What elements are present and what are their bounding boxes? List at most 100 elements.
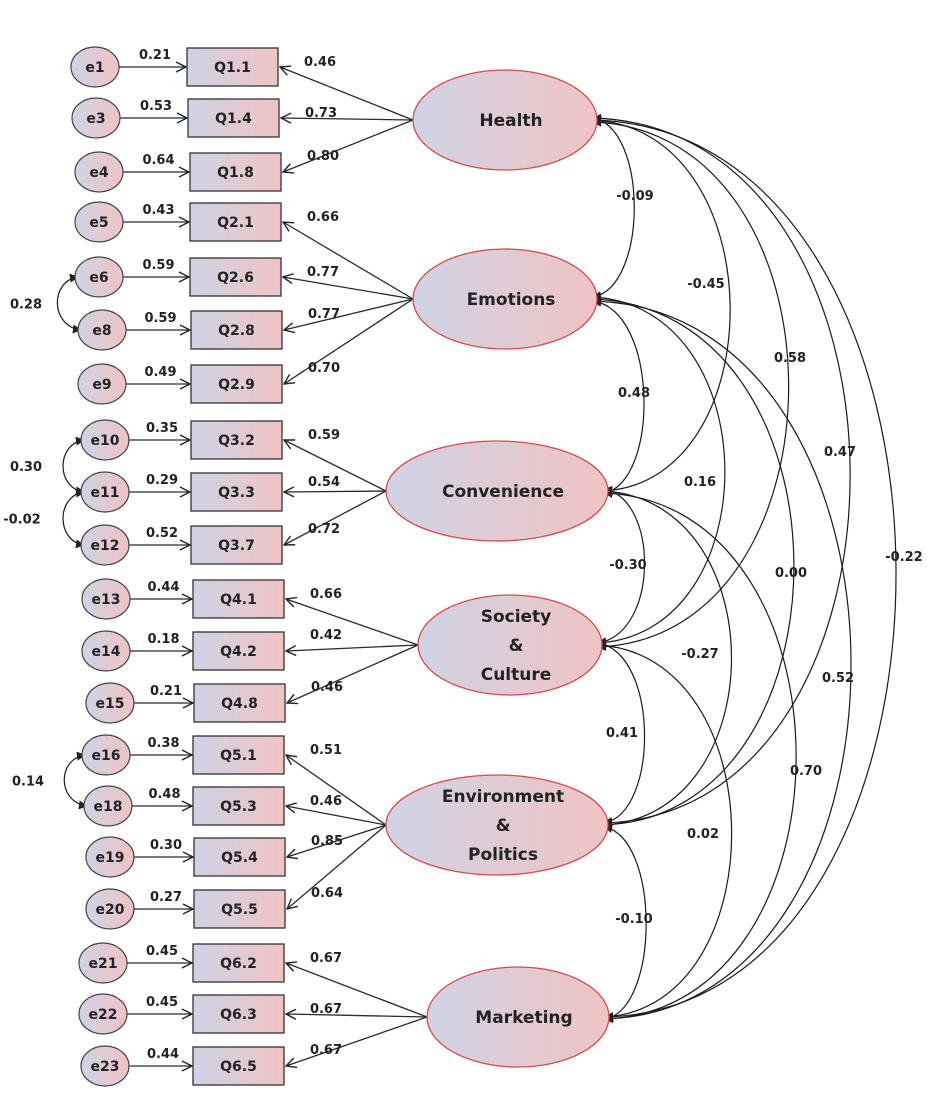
error-weight-label: 0.27 bbox=[150, 890, 182, 905]
error-weight-label: 0.18 bbox=[147, 632, 179, 647]
indicator-node: Q2.1 bbox=[189, 202, 282, 242]
error-ellipse bbox=[81, 630, 131, 672]
error-ellipse bbox=[83, 785, 133, 827]
indicator-node: Q5.3 bbox=[192, 786, 285, 826]
error-label: e4 bbox=[89, 165, 108, 181]
error-ellipse bbox=[85, 682, 135, 724]
loading-path-Q4.1 bbox=[286, 599, 419, 646]
indicator-box bbox=[187, 98, 280, 138]
error-node: e21 bbox=[78, 942, 128, 984]
loading-path-Q2.8 bbox=[284, 298, 414, 330]
loading-label: 0.46 bbox=[304, 55, 336, 70]
indicator-box bbox=[192, 735, 285, 775]
error-node: e13 bbox=[81, 578, 131, 620]
correlation-arc-convenience-society bbox=[597, 486, 646, 647]
loading-label: 0.66 bbox=[310, 587, 342, 602]
error-label: e20 bbox=[96, 902, 125, 918]
indicator-label: Q5.3 bbox=[220, 799, 257, 815]
indicator-label: Q1.4 bbox=[215, 111, 252, 127]
loading-path-Q5.5 bbox=[287, 824, 387, 909]
indicator-box bbox=[190, 472, 283, 512]
indicator-node: Q5.1 bbox=[192, 735, 285, 775]
error-weight-label: 0.45 bbox=[146, 995, 178, 1010]
correlation-value-emotions-society: 0.16 bbox=[684, 475, 716, 490]
loading-label: 0.51 bbox=[310, 743, 342, 758]
error-node: e16 bbox=[81, 734, 131, 776]
latent-label: Society bbox=[481, 607, 552, 627]
error-node: e22 bbox=[78, 993, 128, 1035]
error-weight-label: 0.29 bbox=[146, 473, 178, 488]
indicator-box bbox=[190, 310, 283, 350]
latent-correlation-layer bbox=[592, 113, 897, 1024]
indicator-node: Q1.1 bbox=[186, 47, 279, 87]
indicator-label: Q6.2 bbox=[220, 956, 257, 972]
correlation-value-convenience-society: -0.30 bbox=[609, 558, 646, 573]
indicator-label: Q4.8 bbox=[221, 696, 258, 712]
correlation-arc-health-environment bbox=[592, 113, 851, 828]
error-ellipse bbox=[78, 993, 128, 1035]
loading-path-Q6.3 bbox=[286, 1014, 428, 1017]
loading-label: 0.72 bbox=[308, 522, 340, 537]
latent-node-environment: Environment&Politics bbox=[385, 774, 609, 876]
error-label: e12 bbox=[91, 538, 120, 554]
loading-label: 0.70 bbox=[308, 361, 340, 376]
indicator-label: Q1.8 bbox=[217, 165, 254, 181]
loading-path-Q1.8 bbox=[283, 119, 414, 172]
error-covariance-arc-e6-e8 bbox=[56, 273, 82, 334]
error-covariance-arc-e11-e12 bbox=[62, 488, 85, 549]
indicator-node: Q5.5 bbox=[193, 889, 286, 929]
loading-path-Q1.1 bbox=[280, 67, 414, 121]
latent-label: Health bbox=[479, 111, 542, 131]
indicator-node: Q1.8 bbox=[189, 152, 282, 192]
loading-label: 0.73 bbox=[305, 106, 337, 121]
loading-label: 0.46 bbox=[310, 794, 342, 809]
error-covariance-value: -0.02 bbox=[3, 513, 40, 528]
latent-label: & bbox=[496, 816, 511, 836]
error-covariance-value: 0.28 bbox=[10, 298, 42, 313]
correlation-value-convenience-marketing: 0.70 bbox=[790, 764, 822, 779]
indicator-box bbox=[193, 683, 286, 723]
error-covariance-arc-e16-e18 bbox=[63, 751, 88, 810]
indicator-node: Q3.2 bbox=[190, 420, 283, 460]
correlation-value-environment-marketing: -0.10 bbox=[615, 912, 652, 927]
error-label: e5 bbox=[89, 215, 108, 231]
indicator-label: Q3.3 bbox=[218, 485, 255, 501]
error-node: e15 bbox=[85, 682, 135, 724]
indicator-label: Q4.1 bbox=[220, 592, 257, 608]
error-node: e4 bbox=[74, 151, 124, 193]
loading-path-Q6.5 bbox=[286, 1016, 428, 1066]
indicator-node: Q5.4 bbox=[193, 837, 286, 877]
error-ellipse bbox=[80, 419, 130, 461]
error-label: e18 bbox=[94, 799, 123, 815]
correlation-arc-emotions-environment bbox=[592, 294, 795, 830]
latent-label: Environment bbox=[442, 787, 564, 807]
correlation-value-emotions-environment: 0.00 bbox=[775, 566, 807, 581]
indicator-box bbox=[189, 257, 282, 297]
indicator-box bbox=[192, 994, 285, 1034]
indicator-box bbox=[190, 420, 283, 460]
indicator-box bbox=[192, 631, 285, 671]
loading-path-Q3.7 bbox=[284, 490, 387, 545]
error-ellipse bbox=[81, 578, 131, 620]
loading-path-Q5.3 bbox=[286, 806, 387, 826]
error-weight-label: 0.53 bbox=[140, 99, 172, 114]
error-weight-label: 0.59 bbox=[144, 311, 176, 326]
indicator-node: Q1.4 bbox=[187, 98, 280, 138]
error-node: e11 bbox=[80, 471, 130, 513]
indicator-label: Q4.2 bbox=[220, 644, 257, 660]
indicator-node: Q4.1 bbox=[192, 579, 285, 619]
correlation-arc-environment-marketing bbox=[603, 824, 647, 1022]
error-node: e6 bbox=[74, 256, 124, 298]
error-label: e6 bbox=[89, 270, 108, 286]
error-ellipse bbox=[74, 256, 124, 298]
error-ellipse bbox=[80, 1045, 130, 1087]
latent-ellipse bbox=[385, 774, 609, 876]
correlation-arc-health-convenience bbox=[592, 115, 731, 495]
latent-label: Marketing bbox=[475, 1008, 572, 1028]
correlation-value-health-marketing: -0.22 bbox=[885, 550, 922, 565]
loading-path-Q6.2 bbox=[286, 963, 428, 1018]
latent-ellipse bbox=[417, 594, 603, 696]
error-weight-label: 0.30 bbox=[150, 838, 182, 853]
correlation-value-health-convenience: -0.45 bbox=[687, 277, 724, 292]
indicator-box bbox=[192, 943, 285, 983]
